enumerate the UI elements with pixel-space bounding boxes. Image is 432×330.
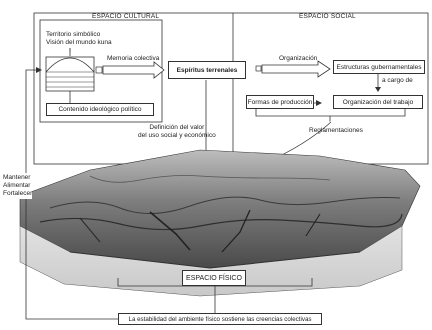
- feedback-verbs-label: Mantener Alimentar Fortalecer: [3, 173, 33, 199]
- social-title: ESPACIO SOCIAL: [299, 13, 356, 20]
- physical-space-box: ESPACIO FÍSICO: [182, 270, 246, 286]
- gov-structures-box: Estructuras gubernamentales: [333, 60, 425, 74]
- collective-memory-label: Memoria colectiva: [107, 55, 160, 62]
- stability-box: La estabilidad del ambiente físico sosti…: [118, 313, 322, 325]
- territory-dome-icon: [45, 48, 95, 92]
- social-bracket: [255, 108, 406, 117]
- organization-arrow: [255, 60, 331, 78]
- in-charge-of-label: a cargo de: [382, 77, 413, 84]
- spirits-box: Espíritus terrenales: [168, 61, 246, 79]
- organization-label: Organización: [279, 55, 318, 62]
- memory-arrow: [95, 61, 165, 79]
- cultural-title: ESPACIO CULTURAL: [92, 13, 160, 20]
- regulations-label: Reglamentaciones: [309, 127, 363, 134]
- territory-label: Territorio simbólico Visión del mundo ku…: [46, 31, 112, 46]
- value-definition-label: Definición del valor del uso social y ec…: [138, 124, 216, 139]
- ideological-box: Contenido ideológico político: [46, 103, 154, 116]
- terrain-model: [19, 149, 421, 297]
- production-forms-box: Formas de producción: [246, 95, 314, 109]
- work-organization-box: Organización del trabajo: [333, 95, 423, 109]
